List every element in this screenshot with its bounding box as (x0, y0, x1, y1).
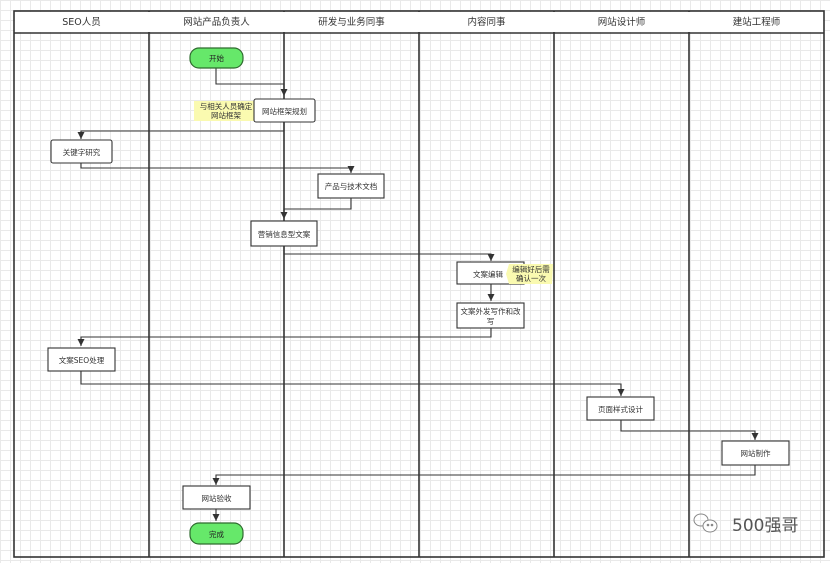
node-start[interactable]: 开始 (189, 47, 244, 69)
lane-frame (13, 10, 825, 558)
node-acceptance[interactable]: 网站验收 (182, 485, 251, 510)
edge-productdoc-marketing (280, 198, 352, 219)
note-copyedit-line2: 确认一次 (516, 273, 546, 283)
node-outsource-label-line2: 写 (487, 317, 495, 326)
node-marketing[interactable]: 营销信息型文案 (250, 220, 318, 247)
node-end-label: 完成 (209, 529, 224, 539)
edge-keyword-productdoc (80, 163, 355, 173)
lane-title-content: 内容同事 (467, 16, 506, 28)
node-productdoc[interactable]: 产品与技术文档 (317, 173, 385, 199)
watermark: 500强哥 (693, 513, 798, 536)
node-productdoc-label: 产品与技术文档 (325, 181, 378, 191)
wechat-icon (693, 513, 718, 533)
node-end[interactable]: 完成 (189, 522, 244, 545)
node-framework-label: 网站框架规划 (262, 106, 307, 116)
node-keyword[interactable]: 关键字研究 (50, 139, 113, 164)
node-build-label: 网站制作 (741, 448, 771, 458)
edge-outsource-seoprocess (77, 328, 492, 346)
lane-title-designer: 网站设计师 (598, 16, 646, 28)
edge-seoprocess-pagedesign (80, 371, 625, 396)
note-copyedit-line1: 编辑好后需 (512, 264, 550, 274)
node-outsource[interactable]: 文案外发写作和改 写 (456, 302, 525, 329)
node-seoprocess[interactable]: 文案SEO处理 (47, 347, 116, 372)
node-acceptance-label: 网站验收 (202, 493, 232, 503)
lane-title-seo: SEO人员 (62, 17, 101, 28)
node-start-label: 开始 (209, 53, 224, 63)
edge-pagedesign-build (620, 420, 759, 440)
lane-title-engineer: 建站工程师 (733, 16, 781, 28)
edge-framework-keyword (77, 122, 285, 139)
edge-marketing-copyedit (283, 246, 495, 261)
node-keyword-label: 关键字研究 (63, 147, 101, 157)
edge-start-framework (215, 68, 288, 96)
lane-header-band (15, 12, 823, 32)
node-build[interactable]: 网站制作 (721, 440, 790, 466)
node-copyedit-label: 文案编辑 (473, 269, 503, 279)
note-copyedit: 编辑好后需 确认一次 (506, 264, 553, 284)
note-framework-line2: 网站框架 (211, 110, 241, 120)
lane-title-rd-business: 研发与业务同事 (318, 16, 385, 28)
lane-title-product-owner: 网站产品负责人 (183, 16, 250, 28)
node-marketing-label: 营销信息型文案 (258, 229, 311, 239)
node-pagedesign-label: 页面样式设计 (598, 404, 643, 414)
node-seoprocess-label: 文案SEO处理 (59, 355, 105, 365)
note-framework: 与相关人员确定 网站框架 (194, 101, 260, 121)
note-framework-line1: 与相关人员确定 (200, 101, 253, 111)
watermark-text: 500强哥 (732, 516, 798, 536)
connectors (77, 68, 759, 521)
edge-build-acceptance (212, 465, 756, 485)
node-pagedesign[interactable]: 页面样式设计 (586, 396, 655, 421)
node-outsource-label-line1: 文案外发写作和改 (461, 306, 521, 316)
node-framework[interactable]: 网站框架规划 (253, 98, 316, 123)
